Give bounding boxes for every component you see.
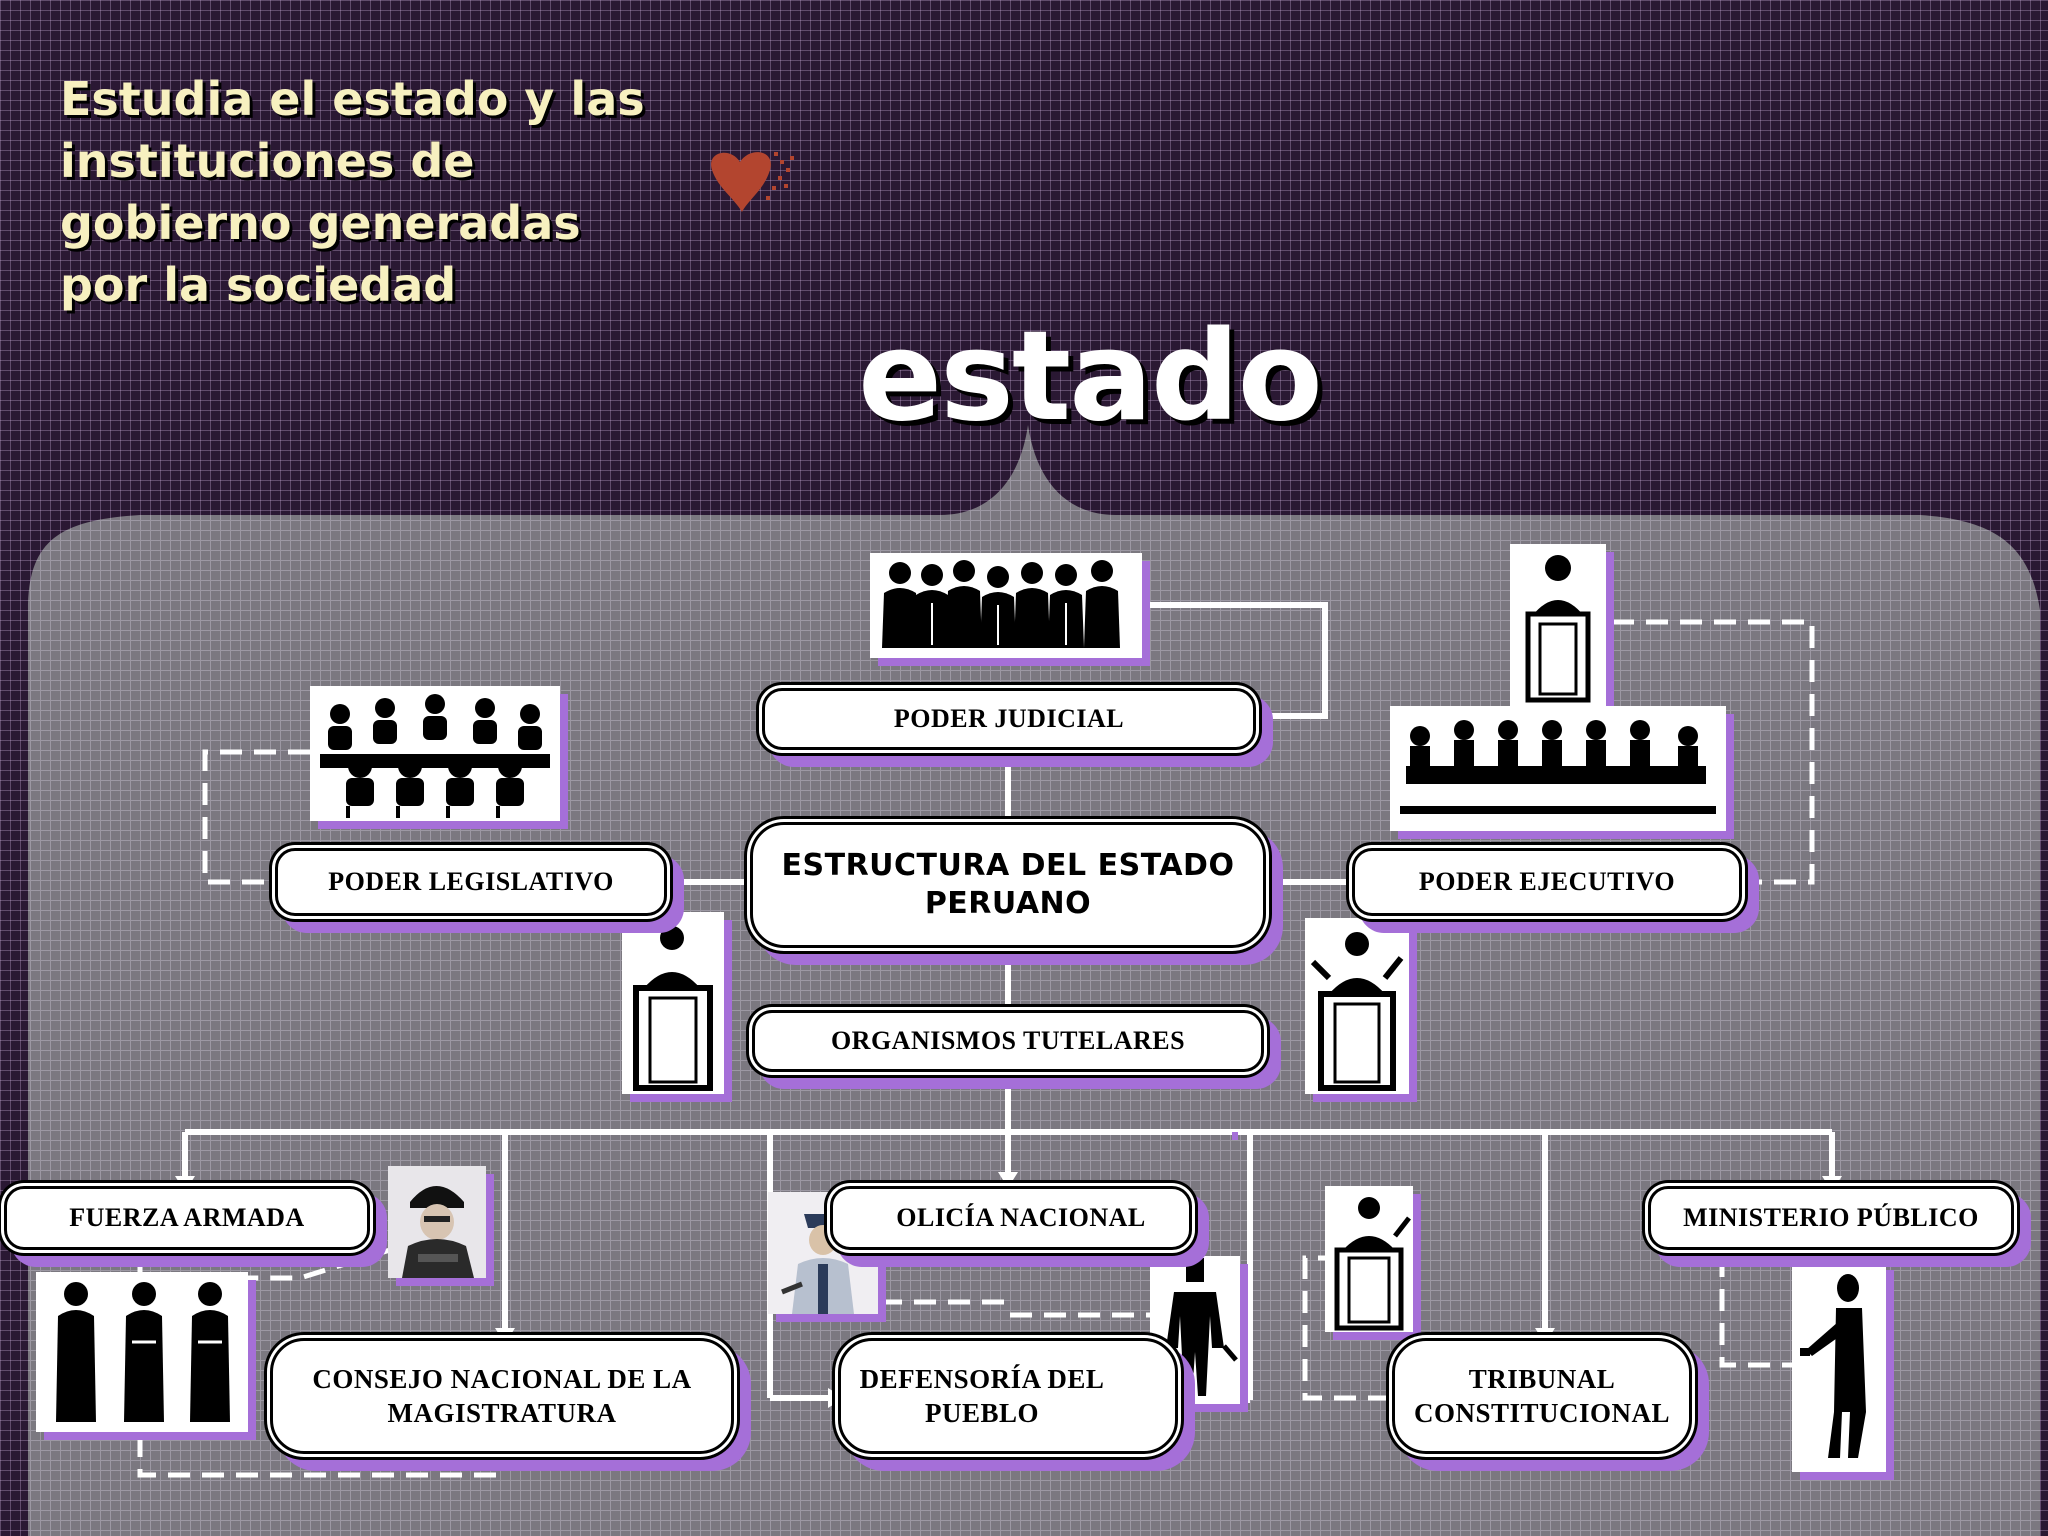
- node-estructura-estado: ESTRUCTURA DEL ESTADO PERUANO: [750, 822, 1266, 948]
- judges-picture: [870, 553, 1142, 658]
- node-poder-legislativo: PODER LEGISLATIVO: [275, 848, 667, 916]
- node-tribunal-constitucional: TRIBUNAL CONSTITUCIONAL: [1392, 1338, 1692, 1454]
- node-fuerza-armada: FUERZA ARMADA: [4, 1186, 370, 1250]
- judges-icon: [882, 560, 1120, 648]
- orator-icon: [1334, 1197, 1411, 1331]
- node-consejo-magistratura: CONSEJO NACIONAL DE LA MAGISTRATURA: [270, 1338, 734, 1454]
- council-icon: [1400, 720, 1716, 814]
- robed-figures-icon: [56, 1282, 230, 1422]
- orator-right-picture: [1305, 918, 1409, 1094]
- assembly-icon: [320, 694, 550, 818]
- consejo-line: MAGISTRATURA: [387, 1398, 617, 1428]
- presenter-icon: [1800, 1274, 1866, 1458]
- tribunal-line: CONSTITUCIONAL: [1413, 1398, 1671, 1428]
- subtitle-line: Estudia el estado y las: [60, 72, 645, 126]
- node-organismos-tutelares: ORGANISMOS TUTELARES: [752, 1010, 1264, 1072]
- heart-icon: [711, 152, 794, 212]
- node-poder-judicial: PODER JUDICIAL: [762, 688, 1256, 750]
- subtitle-line: por la sociedad: [60, 258, 457, 312]
- main-title: estado: [858, 305, 1323, 449]
- tribunal-line: TRIBUNAL: [1468, 1364, 1616, 1394]
- police-picture: [768, 1192, 878, 1314]
- node-defensoria-pueblo: DEFENSORÍA DEL PUEBLO: [838, 1338, 1178, 1454]
- police-photo-icon: [768, 1192, 878, 1314]
- council-picture: [1390, 706, 1726, 831]
- node-poder-ejecutivo: PODER EJECUTIVO: [1352, 848, 1742, 916]
- subtitle-line: instituciones de: [60, 134, 475, 188]
- consejo-line: CONSEJO NACIONAL DE LA: [312, 1364, 692, 1394]
- soldier-picture: [388, 1166, 486, 1278]
- speaker-icon: [1525, 555, 1591, 703]
- node-ministerio-publico: MINISTERIO PÚBLICO: [1648, 1186, 2014, 1250]
- robed-figures-picture: [36, 1272, 248, 1432]
- presenter-picture: [1792, 1262, 1886, 1472]
- speaker-picture: [1510, 544, 1606, 706]
- node-policia-nacional: OLICÍA NACIONAL: [830, 1186, 1192, 1250]
- subtitle: Estudia el estado y las instituciones de…: [60, 68, 645, 316]
- orator-icon: [633, 926, 713, 1091]
- orator-small-picture: [1325, 1186, 1413, 1332]
- soldier-photo-icon: [388, 1166, 486, 1278]
- root-line: PERUANO: [924, 886, 1092, 921]
- orator-left-picture: [622, 912, 724, 1094]
- defensoria-line: PUEBLO: [924, 1398, 1040, 1428]
- root-line: ESTRUCTURA DEL ESTADO: [781, 848, 1235, 883]
- defensor-figure-picture: [1150, 1256, 1240, 1404]
- assembly-picture: [310, 686, 560, 821]
- defensoria-line: DEFENSORÍA DEL: [859, 1364, 1105, 1394]
- subtitle-line: gobierno generadas: [60, 196, 581, 250]
- orator-icon: [1310, 932, 1404, 1091]
